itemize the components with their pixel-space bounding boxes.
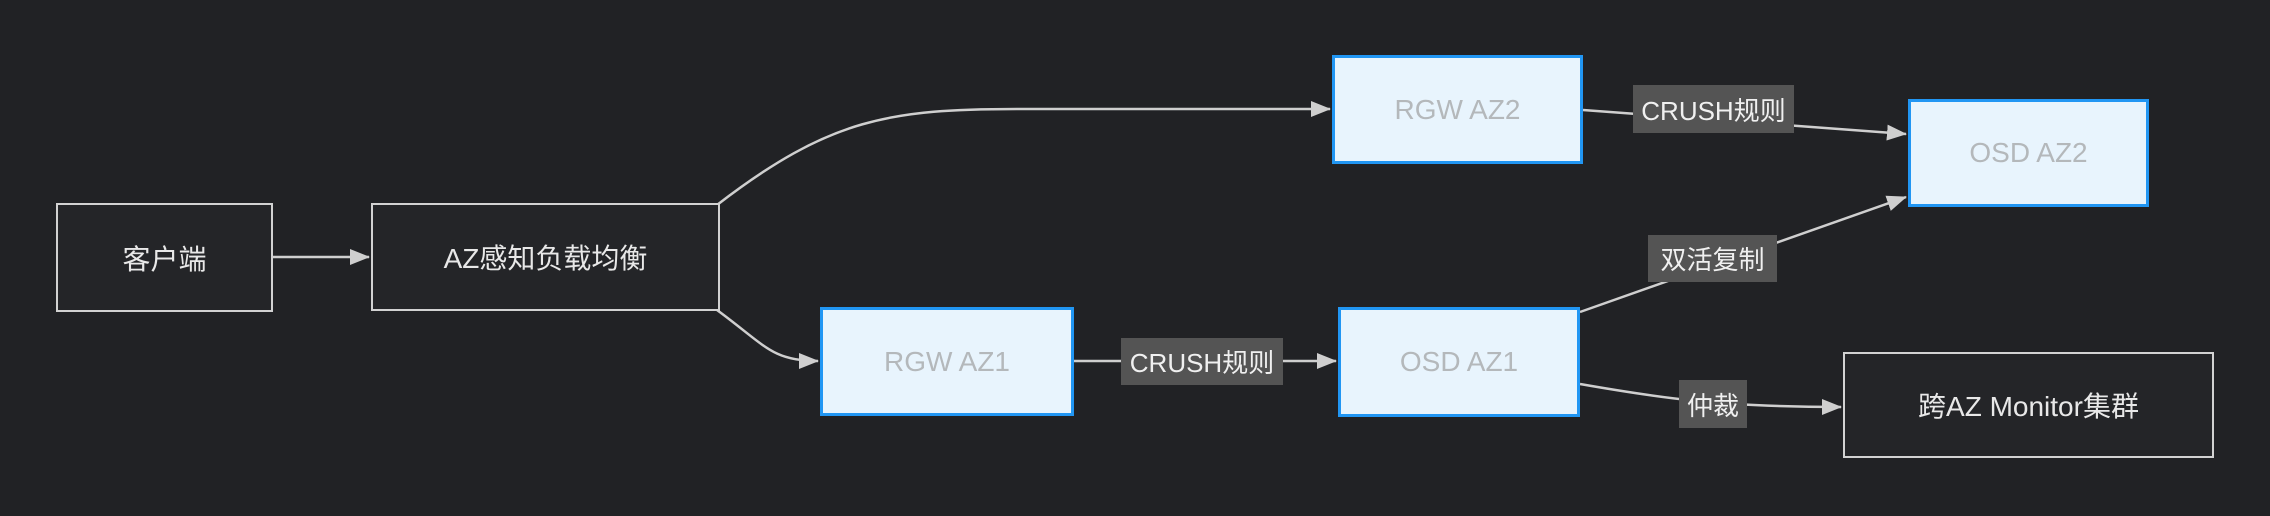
node-az-aware-load-balancer: AZ感知负载均衡 — [371, 203, 720, 311]
edge-label-crush-rule-top-text: CRUSH规则 — [1641, 95, 1786, 126]
node-rgw-az1-label: RGW AZ1 — [883, 345, 1010, 377]
node-cross-az-monitor-cluster: 跨AZ Monitor集群 — [1843, 352, 2214, 458]
edge-label-arbitration-text: 仲裁 — [1686, 390, 1739, 421]
node-osd-az2-label: OSD AZ2 — [1969, 137, 2088, 168]
node-rgw-az2-label: RGW AZ2 — [1394, 93, 1521, 125]
edge-label-dual-active-replication: 双活复制 — [1648, 235, 1777, 282]
node-rgw-az2: RGW AZ2 — [1332, 55, 1583, 164]
node-cross-az-monitor-cluster-label: 跨AZ Monitor集群 — [1918, 391, 2139, 422]
edge-label-crush-rule-bottom: CRUSH规则 — [1121, 338, 1283, 385]
edge-label-crush-rule-top: CRUSH规则 — [1633, 85, 1794, 133]
node-client: 客户端 — [56, 203, 273, 312]
node-osd-az1-label: OSD AZ1 — [1399, 346, 1519, 377]
node-rgw-az1: RGW AZ1 — [820, 307, 1074, 416]
node-osd-az2: OSD AZ2 — [1908, 99, 2149, 207]
edge-lb-to-rgw-az1 — [716, 308, 819, 369]
node-osd-az1: OSD AZ1 — [1338, 307, 1580, 417]
edge-lb-to-rgw-az2 — [716, 101, 1331, 206]
node-client-label: 客户端 — [122, 243, 207, 275]
edge-label-crush-rule-bottom-text: CRUSH规则 — [1129, 348, 1275, 378]
edge-label-arbitration: 仲裁 — [1679, 380, 1747, 428]
edge-label-dual-active-replication-text: 双活复制 — [1660, 245, 1765, 275]
node-az-aware-load-balancer-label: AZ感知负载均衡 — [443, 243, 648, 274]
